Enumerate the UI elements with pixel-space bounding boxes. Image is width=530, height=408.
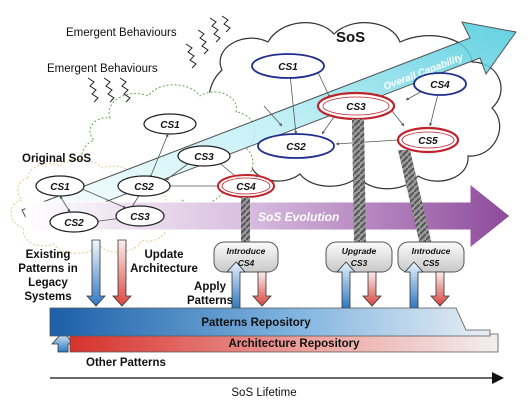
final-node-cs2: CS2 — [257, 133, 335, 159]
existing-patterns-line1: Existing — [26, 249, 71, 261]
architecture-repository-bar: Architecture Repository — [69, 333, 499, 353]
sos-evolution-arrow: SoS Evolution — [25, 182, 511, 250]
middle-node-cs3-label: CS3 — [194, 152, 214, 163]
emergent-zigzags — [87, 15, 231, 103]
action-introduce-cs5: Introduce CS5 — [397, 241, 465, 273]
action-introduce-cs4-line1: Introduce — [227, 246, 266, 256]
action-introduce-cs4-line2: CS4 — [238, 258, 255, 268]
emergent-behaviours-label-upper: Emergent Behaviours — [66, 27, 177, 39]
existing-patterns-line4: Systems — [24, 291, 71, 303]
final-node-cs4: CS4 — [413, 72, 467, 96]
final-node-cs5: CS5 — [396, 126, 460, 154]
original-node-cs1-label: CS1 — [50, 182, 70, 193]
existing-patterns-line2: Patterns in — [18, 263, 77, 275]
apply-patterns-line2: Patterns — [187, 295, 233, 307]
middle-node-cs2: CS2 — [117, 175, 171, 197]
original-node-cs3: CS3 — [115, 205, 165, 227]
existing-patterns-label: Existing Patterns in Legacy Systems — [18, 249, 77, 303]
final-node-cs3: CS3 — [316, 91, 396, 121]
emergent-behaviours-label-lower: Emergent Behaviours — [47, 63, 158, 75]
action-upgrade-cs3: Upgrade CS3 — [325, 241, 393, 273]
update-architecture-line1: Update — [145, 249, 184, 261]
action-upgrade-cs3-line1: Upgrade — [342, 246, 377, 256]
action-introduce-cs5-line2: CS5 — [423, 258, 440, 268]
action-introduce-cs5-line1: Introduce — [412, 246, 451, 256]
existing-patterns-line3: Legacy — [28, 277, 68, 289]
original-node-cs2: CS2 — [49, 211, 99, 233]
final-node-cs4-label: CS4 — [430, 80, 450, 91]
middle-node-cs2-label: CS2 — [134, 182, 154, 193]
final-node-cs2-label: CS2 — [286, 142, 306, 153]
final-node-cs5-label: CS5 — [418, 136, 438, 147]
final-node-cs1-label: CS1 — [278, 62, 298, 73]
other-patterns-label: Other Patterns — [86, 357, 166, 369]
chain-connectors — [241, 119, 432, 245]
architecture-repository-label: Architecture Repository — [228, 338, 360, 350]
middle-node-cs1: CS1 — [143, 113, 197, 135]
middle-node-cs4-label: CS4 — [236, 182, 256, 193]
action-upgrade-cs3-line2: CS3 — [351, 258, 368, 268]
update-architecture-line2: Architecture — [130, 263, 198, 275]
original-node-cs3-label: CS3 — [130, 212, 150, 223]
middle-node-cs4: CS4 — [217, 174, 275, 198]
sos-lifetime-label: SoS Lifetime — [231, 387, 296, 399]
middle-node-cs1-label: CS1 — [160, 120, 180, 131]
sos-label: SoS — [336, 29, 365, 46]
original-node-cs1: CS1 — [35, 175, 85, 197]
apply-patterns-label: Apply Patterns — [187, 281, 233, 307]
final-node-cs3-label: CS3 — [346, 102, 366, 113]
action-introduce-cs4: Introduce CS4 — [213, 241, 279, 273]
sos-lifetime-axis: SoS Lifetime — [50, 372, 504, 399]
patterns-repository-bar: Patterns Repository — [49, 307, 491, 337]
patterns-repository-label: Patterns Repository — [201, 317, 311, 329]
vertical-arrows — [51, 239, 450, 353]
original-sos-label: Original SoS — [22, 153, 91, 165]
apply-patterns-line1: Apply — [194, 281, 227, 293]
sos-evolution-label: SoS Evolution — [258, 210, 339, 224]
final-node-cs1: CS1 — [251, 53, 325, 79]
middle-node-cs3: CS3 — [177, 145, 231, 167]
original-node-cs2-label: CS2 — [64, 218, 84, 229]
update-architecture-label: Update Architecture — [130, 249, 198, 275]
